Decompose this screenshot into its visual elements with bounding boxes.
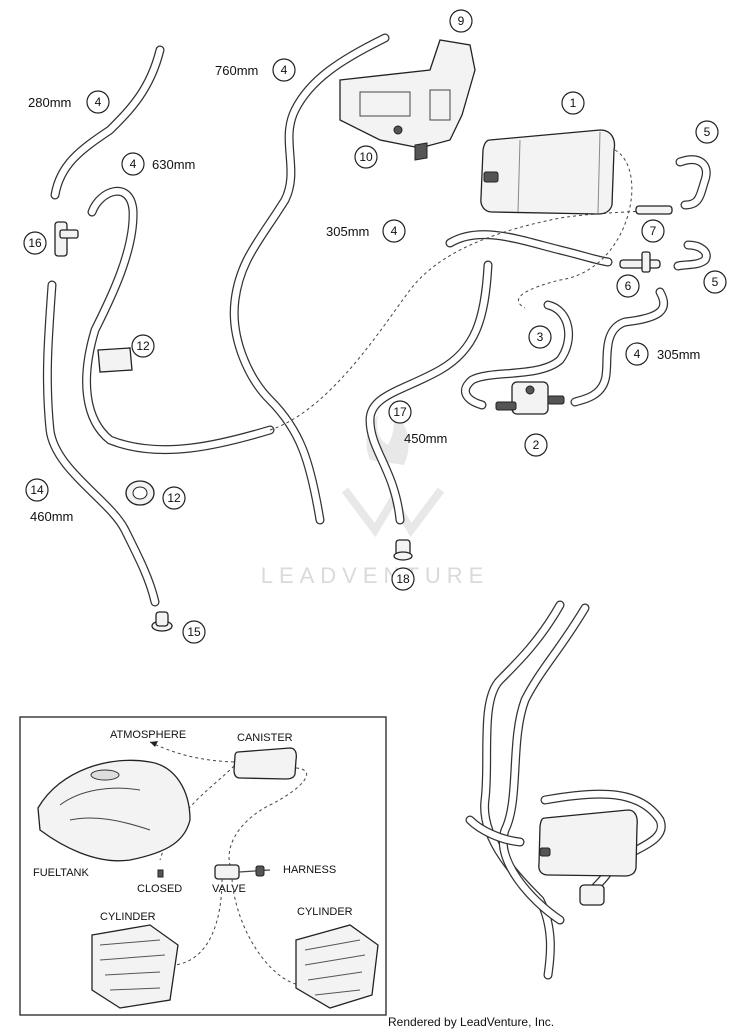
- routing-line-canister: [518, 149, 633, 309]
- schematic-valve-label: VALVE: [212, 883, 246, 895]
- callout-14: 14: [25, 478, 49, 502]
- plug-part-15: [151, 611, 173, 632]
- callout-5-lower: 5: [703, 270, 727, 294]
- svg-text:10: 10: [359, 150, 373, 164]
- length-label-450: 450mm: [404, 431, 447, 446]
- svg-text:3: 3: [537, 330, 544, 344]
- valve-part: [495, 381, 565, 415]
- callout-18: 18: [391, 567, 415, 591]
- length-label-305-lower: 305mm: [657, 347, 700, 362]
- callout-3: 3: [528, 325, 552, 349]
- svg-text:1: 1: [570, 96, 577, 110]
- svg-text:5: 5: [704, 125, 711, 139]
- svg-text:16: 16: [28, 236, 42, 250]
- schematic-closed-label: CLOSED: [137, 883, 182, 895]
- canister-part: [480, 129, 616, 215]
- hose-5-upper: [675, 155, 711, 210]
- schematic-canister-label: CANISTER: [237, 732, 293, 744]
- fitting-part-6: [619, 251, 661, 273]
- schematic-harness-label: HARNESS: [283, 864, 336, 876]
- callout-9: 9: [449, 9, 473, 33]
- credit-text: Rendered by LeadVenture, Inc.: [388, 1015, 555, 1029]
- callout-16: 16: [23, 231, 47, 255]
- bracket-part: [339, 39, 476, 161]
- fitting-part-7: [635, 205, 673, 215]
- callout-2: 2: [524, 433, 548, 457]
- watermark-text: LEADVENTURE: [261, 563, 490, 588]
- callout-17: 17: [388, 400, 412, 424]
- hose-630mm: [82, 186, 275, 455]
- callout-7: 7: [641, 219, 665, 243]
- callout-4-280: 4: [86, 90, 110, 114]
- callout-1: 1: [561, 91, 585, 115]
- callout-4-630: 4: [121, 152, 145, 176]
- callout-10: 10: [354, 145, 378, 169]
- callout-4-760: 4: [272, 58, 296, 82]
- hose-450mm: [365, 260, 493, 525]
- clamp-part-12b: [125, 480, 155, 506]
- svg-text:2: 2: [533, 438, 540, 452]
- schematic-cylinder-left-label: CYLINDER: [100, 911, 156, 923]
- schematic-cylinder-left: [91, 924, 179, 1009]
- svg-text:5: 5: [712, 275, 719, 289]
- screw-part-10: [393, 125, 403, 135]
- svg-text:7: 7: [650, 224, 657, 238]
- hose-3: [460, 300, 573, 410]
- assembled-view: [465, 600, 666, 980]
- schematic-cylinder-right: [295, 924, 379, 1009]
- schematic-atmosphere-label: ATMOSPHERE: [110, 729, 186, 741]
- callout-4-305-upper: 4: [382, 219, 406, 243]
- length-label-280: 280mm: [28, 95, 71, 110]
- hose-460mm: [42, 280, 160, 607]
- callout-15: 15: [182, 620, 206, 644]
- svg-text:15: 15: [187, 625, 201, 639]
- svg-text:12: 12: [167, 491, 181, 505]
- callout-12-lower: 12: [162, 486, 186, 510]
- length-label-760: 760mm: [215, 63, 258, 78]
- callout-5-upper: 5: [695, 120, 719, 144]
- svg-text:4: 4: [95, 95, 102, 109]
- svg-text:9: 9: [458, 14, 465, 28]
- callout-4-305-lower: 4: [625, 342, 649, 366]
- hose-305mm-lower: [570, 287, 669, 407]
- length-label-630: 630mm: [152, 157, 195, 172]
- schematic-fueltank: [37, 759, 191, 862]
- svg-text:6: 6: [625, 279, 632, 293]
- schematic-inset: ATMOSPHERE CANISTER FUELTANK CLOSED VALV…: [19, 716, 387, 1016]
- svg-text:4: 4: [391, 224, 398, 238]
- hose-280mm: [50, 45, 165, 200]
- callout-12-upper: 12: [131, 334, 155, 358]
- t-fitting-part-16: [54, 221, 79, 257]
- plug-part-18: [393, 539, 413, 561]
- svg-text:4: 4: [634, 347, 641, 361]
- hose-5-lower: [673, 240, 711, 271]
- schematic-fueltank-label: FUELTANK: [33, 867, 89, 879]
- svg-text:17: 17: [393, 405, 407, 419]
- callout-6: 6: [616, 274, 640, 298]
- svg-text:4: 4: [130, 157, 137, 171]
- length-label-305-upper: 305mm: [326, 224, 369, 239]
- length-label-460: 460mm: [30, 509, 73, 524]
- schematic-cylinder-right-label: CYLINDER: [297, 906, 353, 918]
- svg-text:14: 14: [30, 483, 44, 497]
- hose-305mm-upper: [445, 230, 613, 267]
- svg-text:4: 4: [281, 63, 288, 77]
- svg-text:12: 12: [136, 339, 150, 353]
- clamp-part-12a: [97, 347, 133, 373]
- hose-760mm: [229, 33, 390, 525]
- svg-text:18: 18: [396, 572, 410, 586]
